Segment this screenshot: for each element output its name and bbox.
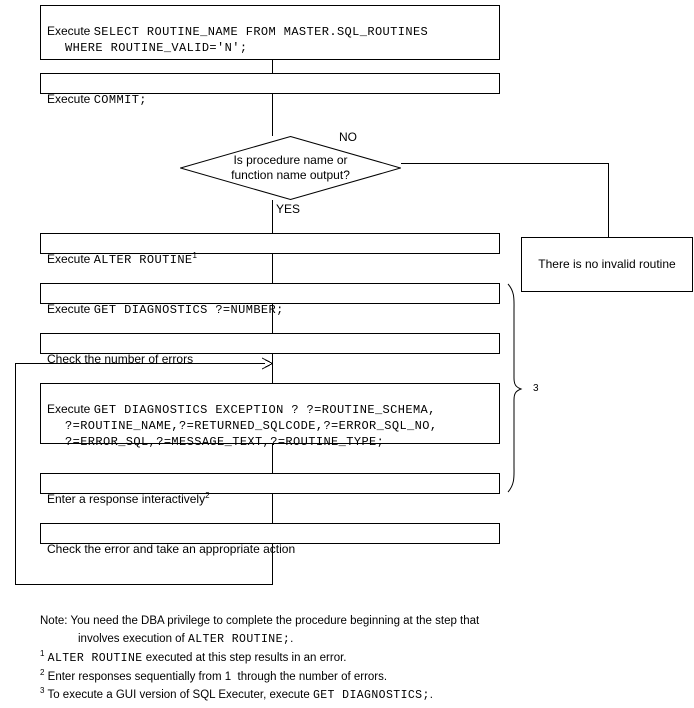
- step-enter-response-text: Enter a response interactively: [47, 492, 206, 506]
- brace-footnote-label: 3: [533, 383, 539, 394]
- note-line-1: Note: You need the DBA privilege to comp…: [40, 612, 680, 630]
- footnote-3: 3 To execute a GUI version of SQL Execut…: [40, 686, 680, 705]
- step-getdiag-plain: Execute: [47, 302, 94, 316]
- step-commit-mono: COMMIT;: [93, 93, 147, 107]
- grouping-brace: [507, 283, 523, 493]
- notes-block: Note: You need the DBA privilege to comp…: [40, 612, 680, 705]
- note-label: Note:: [40, 615, 71, 627]
- step-alter-mono: ALTER ROUTINE: [93, 253, 193, 267]
- footnote-1-text: executed at this step results in an erro…: [142, 652, 347, 664]
- step-check-error-text: Check the error and take an appropriate …: [47, 542, 296, 556]
- step-enter-response-box[interactable]: Enter a response interactively2: [40, 473, 500, 506]
- branch-label-no: NO: [339, 130, 357, 144]
- step-exception-line1-mono: GET DIAGNOSTICS EXCEPTION ? ?=ROUTINE_SC…: [93, 403, 436, 417]
- step-select-box[interactable]: Execute SELECT ROUTINE_NAME FROM MASTER.…: [40, 5, 500, 60]
- decision-diamond[interactable]: Is procedure name or function name outpu…: [180, 136, 401, 200]
- footnote-2: 2 Enter responses sequentially from 1 th…: [40, 668, 680, 686]
- wire-loopback: [15, 363, 273, 585]
- branch-label-yes: YES: [276, 202, 301, 216]
- step-alter-footnote-marker: 1: [192, 251, 197, 260]
- footnote-3-post: .: [429, 689, 433, 701]
- no-invalid-routine-text: There is no invalid routine: [538, 257, 676, 271]
- step-alter-plain: Execute: [47, 252, 94, 266]
- wire-loopback-arrowhead: [261, 357, 274, 370]
- note-line1-text: You need the DBA privilege to complete t…: [70, 615, 480, 627]
- footnote-1-marker: 1: [40, 649, 45, 659]
- footnote-1-mono: ALTER ROUTINE: [47, 652, 143, 665]
- footnote-2-text: Enter responses sequentially from 1 thro…: [47, 671, 388, 683]
- step-check-error-count-box[interactable]: Check the number of errors: [40, 333, 500, 366]
- step-get-diagnostics-number-box[interactable]: Execute GET DIAGNOSTICS ?=NUMBER;: [40, 283, 500, 317]
- step-exception-line2-mono: ?=ROUTINE_NAME,?=RETURNED_SQLCODE,?=ERRO…: [65, 419, 438, 433]
- step-commit-plain: Execute: [47, 92, 94, 106]
- no-invalid-routine-box[interactable]: There is no invalid routine: [521, 237, 693, 292]
- step-alter-routine-box[interactable]: Execute ALTER ROUTINE1: [40, 233, 500, 267]
- wire-decision-no: [401, 163, 609, 237]
- note-line-2: involves execution of ALTER ROUTINE;.: [40, 630, 680, 649]
- step-check-error-box[interactable]: Check the error and take an appropriate …: [40, 523, 500, 556]
- footnote-3-pre: To execute a GUI version of SQL Executer…: [47, 689, 313, 701]
- note-line2-pre: involves execution of: [78, 633, 188, 645]
- step-commit-box[interactable]: Execute COMMIT;: [40, 73, 500, 107]
- note-line2-mono: ALTER ROUTINE;: [187, 633, 291, 646]
- footnote-1: 1 ALTER ROUTINE executed at this step re…: [40, 649, 680, 668]
- footnote-3-mono: GET DIAGNOSTICS;: [312, 689, 430, 702]
- step-getdiag-mono: GET DIAGNOSTICS ?=NUMBER;: [93, 303, 284, 317]
- footnote-2-marker: 2: [40, 668, 45, 678]
- footnote-3-marker: 3: [40, 686, 45, 696]
- step-enter-response-footnote-marker: 2: [205, 491, 210, 500]
- step-select-line2-mono: WHERE ROUTINE_VALID='N';: [65, 41, 248, 55]
- step-exception-line1-plain: Execute: [47, 402, 94, 416]
- step-select-line1-plain: Execute: [47, 24, 94, 38]
- step-check-count-text: Check the number of errors: [47, 352, 194, 366]
- step-get-diagnostics-exception-box[interactable]: Execute GET DIAGNOSTICS EXCEPTION ? ?=RO…: [40, 383, 500, 449]
- step-select-line1-mono: SELECT ROUTINE_NAME FROM MASTER.SQL_ROUT…: [93, 25, 429, 39]
- step-exception-line3-mono: ?=ERROR_SQL,?=MESSAGE_TEXT,?=ROUTINE_TYP…: [65, 435, 385, 449]
- note-line2-post: .: [290, 633, 294, 645]
